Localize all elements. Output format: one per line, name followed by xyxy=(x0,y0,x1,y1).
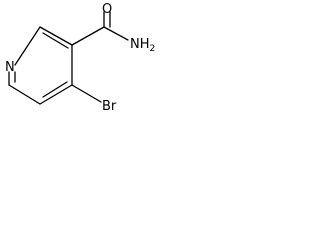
carbonyl-oxygen-label: O xyxy=(102,2,112,17)
ring-nitrogen-label: N xyxy=(5,60,15,75)
bond-c4-c5-inner xyxy=(42,81,68,98)
bromine-label: Br xyxy=(102,99,117,114)
amide-nh-text: NH xyxy=(130,37,150,52)
bond-c2-c3-inner xyxy=(42,32,69,49)
bond-c4-br xyxy=(71,84,102,103)
bond-n1-c2 xyxy=(14,26,41,66)
pyridine-ring xyxy=(8,26,73,105)
amide-h-count-subscript: 2 xyxy=(150,44,156,54)
amide-nitrogen-label: NH2 xyxy=(130,37,155,54)
carboxamide-group xyxy=(71,11,129,46)
bond-c5-c6 xyxy=(8,84,41,105)
bond-c4-c5 xyxy=(39,84,73,105)
bond-c3-camide xyxy=(71,26,105,46)
bond-c-namide xyxy=(103,26,129,41)
bond-c2-c3 xyxy=(39,26,73,46)
chemical-structure-drawing: N O NH2 Br xyxy=(5,2,155,114)
